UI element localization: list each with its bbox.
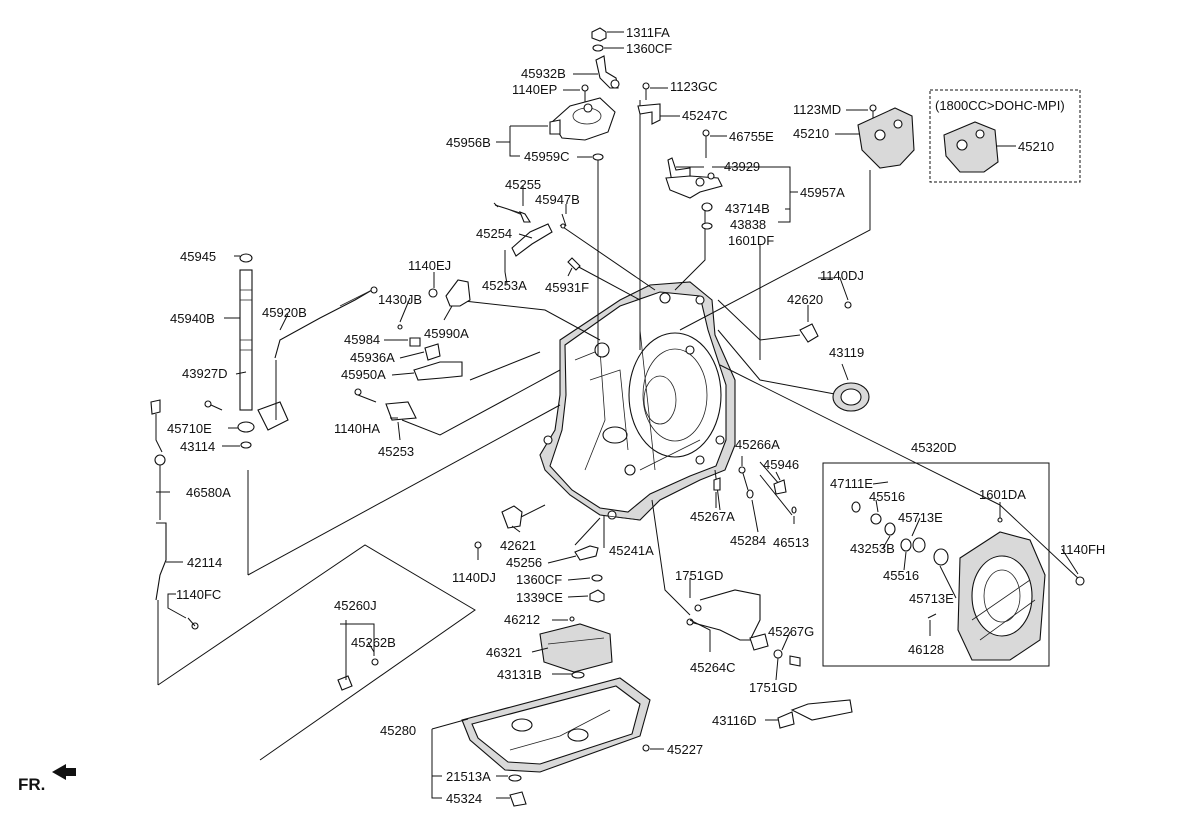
- label-45255: 45255: [505, 177, 541, 192]
- label-43116D: 43116D: [712, 713, 757, 728]
- label-45959C: 45959C: [524, 149, 570, 164]
- label-45516-a: 45516: [869, 489, 905, 504]
- label-46580A: 46580A: [186, 485, 231, 500]
- label-43114: 43114: [180, 439, 215, 454]
- callout-box: [929, 89, 1081, 183]
- label-1140FH: 1140FH: [1060, 542, 1105, 557]
- label-1360CF-bot: 1360CF: [516, 572, 562, 587]
- label-45254: 45254: [476, 226, 512, 241]
- label-43838: 43838: [730, 217, 766, 232]
- label-1123MD: 1123MD: [793, 102, 841, 117]
- label-1601DA: 1601DA: [979, 487, 1026, 502]
- shift-shaft-assembly: [150, 253, 378, 685]
- callout-bracket: [943, 121, 999, 173]
- label-46212: 46212: [504, 612, 540, 627]
- label-1140HA: 1140HA: [334, 421, 380, 436]
- label-1601DF: 1601DF: [728, 233, 774, 248]
- label-45936A: 45936A: [350, 350, 395, 365]
- label-43253B: 43253B: [850, 541, 895, 556]
- label-43927D: 43927D: [182, 366, 228, 381]
- label-45256: 45256: [506, 555, 542, 570]
- label-1360CF-top: 1360CF: [626, 41, 672, 56]
- label-45516-b: 45516: [883, 568, 919, 583]
- label-46321: 46321: [486, 645, 522, 660]
- label-43929: 43929: [724, 159, 760, 174]
- label-45932B: 45932B: [521, 66, 566, 81]
- label-42620: 42620: [787, 292, 823, 307]
- label-45931F: 45931F: [545, 280, 589, 295]
- label-leaders: [156, 31, 1079, 799]
- label-1140FC: 1140FC: [176, 587, 221, 602]
- label-45284: 45284: [730, 533, 766, 548]
- label-45947B: 45947B: [535, 192, 580, 207]
- label-45253: 45253: [378, 444, 414, 459]
- label-45945: 45945: [180, 249, 216, 264]
- label-21513A: 21513A: [446, 769, 491, 784]
- label-45950A: 45950A: [341, 367, 386, 382]
- label-45253A: 45253A: [482, 278, 527, 293]
- label-45262B: 45262B: [351, 635, 396, 650]
- label-45946: 45946: [763, 457, 799, 472]
- label-45957A: 45957A: [800, 185, 845, 200]
- label-45320D: 45320D: [911, 440, 957, 455]
- label-1751GD-b: 1751GD: [749, 680, 797, 695]
- label-45920B: 45920B: [262, 305, 307, 320]
- label-45710E: 45710E: [167, 421, 212, 436]
- front-direction-arrow: [52, 764, 76, 780]
- transmission-case: [539, 281, 736, 521]
- lower-parts: [337, 466, 853, 807]
- label-1430JB: 1430JB: [378, 292, 422, 307]
- label-46513: 46513: [773, 535, 809, 550]
- label-45264C: 45264C: [690, 660, 736, 675]
- label-1751GD-a: 1751GD: [675, 568, 723, 583]
- label-front-direction: FR.: [18, 775, 45, 794]
- label-1140DJ-left: 1140DJ: [452, 570, 496, 585]
- label-43131B: 43131B: [497, 667, 542, 682]
- label-1339CE: 1339CE: [516, 590, 563, 605]
- label-45210-main: 45210: [793, 126, 829, 141]
- label-45266A: 45266A: [735, 437, 780, 452]
- label-45241A: 45241A: [609, 543, 654, 558]
- label-1140EP: 1140EP: [512, 82, 557, 97]
- label-45940B: 45940B: [170, 311, 215, 326]
- label-1140EJ: 1140EJ: [408, 258, 451, 273]
- label-42114: 42114: [187, 555, 222, 570]
- label-45324: 45324: [446, 791, 482, 806]
- mount-bracket: [857, 104, 915, 169]
- label-45713E-b: 45713E: [909, 591, 954, 606]
- side-cover-assembly: [851, 501, 1085, 661]
- top-parts: [354, 27, 723, 421]
- label-1140DJ-right: 1140DJ: [820, 268, 864, 283]
- label-45247C: 45247C: [682, 108, 728, 123]
- label-45956B: 45956B: [446, 135, 491, 150]
- cover-assembly-box: [822, 462, 1050, 667]
- callout-note: (1800CC>DOHC-MPI): [935, 98, 1065, 113]
- label-45260J: 45260J: [334, 598, 377, 613]
- label-45227: 45227: [667, 742, 703, 757]
- label-43119: 43119: [829, 345, 864, 360]
- label-1311FA: 1311FA: [626, 25, 670, 40]
- label-45984: 45984: [344, 332, 380, 347]
- label-43714B: 43714B: [725, 201, 770, 216]
- callout-box-labels: (1800CC>DOHC-MPI) 45210: [935, 98, 1065, 154]
- leader-lines: [157, 100, 1081, 761]
- label-46755E: 46755E: [729, 129, 774, 144]
- label-45267G: 45267G: [768, 624, 814, 639]
- label-46128: 46128: [908, 642, 944, 657]
- label-42621: 42621: [500, 538, 536, 553]
- label-45267A: 45267A: [690, 509, 735, 524]
- label-45713E-a: 45713E: [898, 510, 943, 525]
- label-45280: 45280: [380, 723, 416, 738]
- label-45990A: 45990A: [424, 326, 469, 341]
- label-1123GC: 1123GC: [670, 79, 717, 94]
- part-labels: 1311FA 1360CF 45932B 1140EP 1123GC 45247…: [18, 25, 1105, 806]
- label-47111E: 47111E: [830, 476, 873, 491]
- callout-part-45210: 45210: [1018, 139, 1054, 154]
- seal-and-sensor: [799, 301, 870, 412]
